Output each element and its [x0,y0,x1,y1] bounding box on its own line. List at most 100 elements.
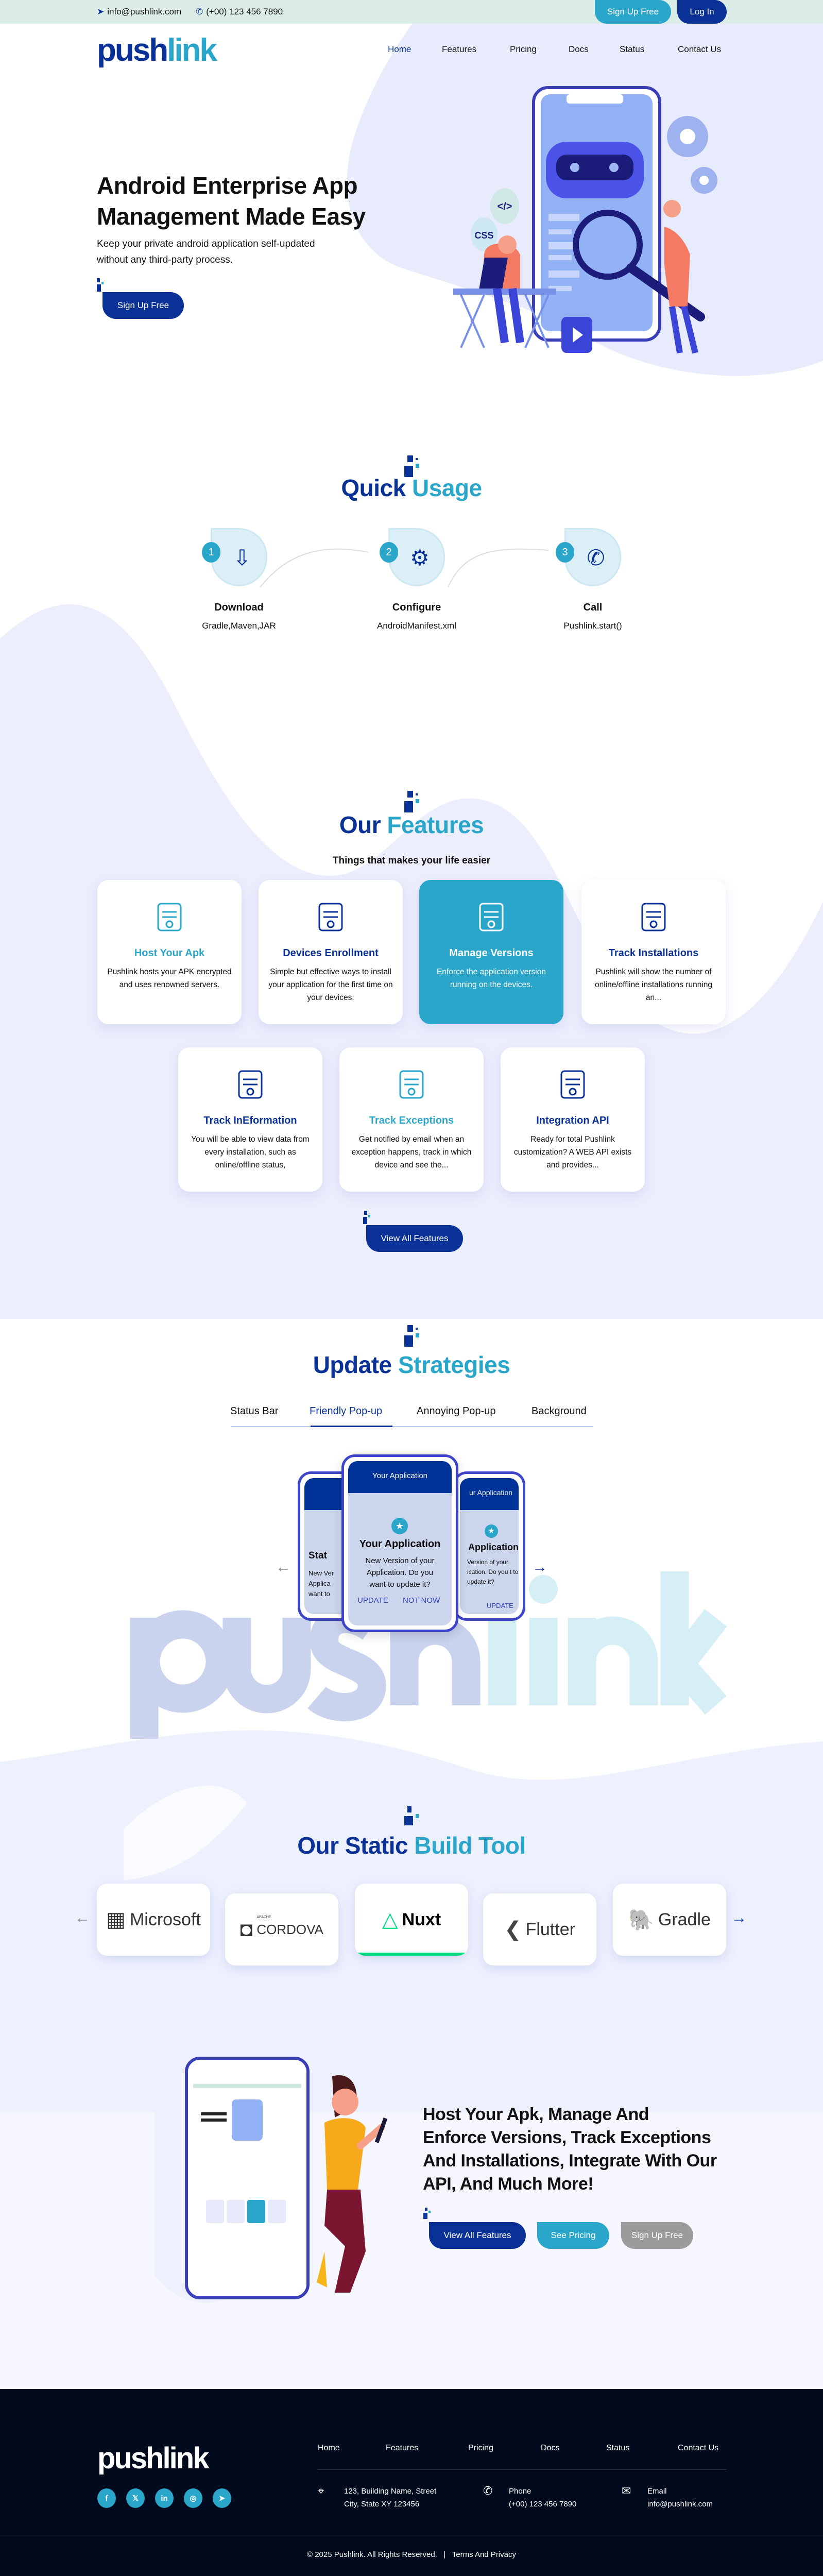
update-button[interactable]: UPDATE [357,1596,388,1605]
cta-heading: Host Your Apk, Manage And Enforce Versio… [423,2105,717,2194]
tab-status-bar[interactable]: Status Bar [230,1405,279,1417]
logo-part-link: link [167,32,217,68]
nav-status[interactable]: Status [620,44,645,54]
step-number: 3 [556,542,574,563]
step-label: Download [214,602,264,613]
footer-nav-docs[interactable]: Docs [541,2444,560,2452]
feature-title: Host Your Apk [134,947,205,959]
quick-usage-title: Quick Usage [341,474,482,501]
api-gear-icon [560,1070,585,1099]
topbar-email[interactable]: ➤info@pushlink.com [97,7,182,16]
not-now-button[interactable]: NOT NOW [403,1596,440,1605]
facebook-icon[interactable]: f [97,2488,116,2508]
cta-signup-button[interactable]: Sign Up Free [621,2222,693,2249]
tool-nuxt[interactable]: △Nuxt [355,1884,468,1956]
phone-header: Your Application [348,1461,452,1493]
phone-friendly-popup: Your Application ★ Your Application New … [341,1454,458,1632]
see-pricing-button[interactable]: See Pricing [537,2222,609,2249]
topbar-phone[interactable]: ✆(+00) 123 456 7890 [196,7,283,16]
tool-flutter[interactable]: ❮Flutter [483,1893,596,1965]
feature-title: Manage Versions [449,947,534,959]
footer-nav-status[interactable]: Status [606,2444,630,2452]
x-icon[interactable]: 𝕏 [126,2488,145,2508]
phone-call-icon: ✆ [587,546,605,570]
phone-icon: ✆ [483,2484,493,2497]
cta-illustration [155,2056,388,2303]
nav-home[interactable]: Home [388,44,412,54]
info-window-icon [238,1070,263,1099]
phone-body: Version of your ication. Do you t to upd… [467,1558,519,1585]
cta-view-all-features-button[interactable]: View All Features [429,2222,526,2249]
feature-title: Track InEformation [203,1115,297,1126]
tab-friendly-pop-up[interactable]: Friendly Pop-up [310,1405,383,1417]
footer-phone[interactable]: Phone(+00) 123 456 7890 [509,2487,577,2509]
nav-docs[interactable]: Docs [569,44,589,54]
nav-contact-us[interactable]: Contact Us [678,44,722,54]
nav-pricing[interactable]: Pricing [510,44,537,54]
topbar-signup-button[interactable]: Sign Up Free [595,0,671,24]
features-title: Our Features [339,811,484,838]
footer-nav-features[interactable]: Features [386,2444,419,2452]
footer-logo[interactable]: pushlink [97,2442,209,2475]
brand-squares-icon [97,278,110,298]
feature-title: Track Exceptions [369,1115,454,1126]
hero-signup-button[interactable]: Sign Up Free [102,292,184,319]
step-sub: Pushlink.start() [563,621,622,631]
footer-nav-contact-us[interactable]: Contact Us [678,2444,719,2452]
step-circle: 1⇩ [202,528,267,586]
popup-title: Your Application [359,1538,441,1550]
feature-title: Devices Enrollment [283,947,379,959]
tab-annoying-pop-up[interactable]: Annoying Pop-up [417,1405,496,1417]
strategies-title: Update Strategies [313,1351,510,1378]
logo[interactable]: pushlink [97,32,217,69]
build-tools-title: Our Static Build Tool [297,1832,526,1859]
phone-icon: ✆ [196,7,203,16]
enroll-icon [318,903,343,931]
footer-divider [318,2469,726,2470]
step-circle: 3✆ [556,528,621,586]
location-pin-icon: ⌖ [318,2484,324,2497]
feature-desc: Get notified by email when an exception … [351,1135,472,1170]
tool-gradle[interactable]: 🐘Gradle [613,1884,726,1956]
brand-squares-icon [404,791,419,812]
prev-arrow-icon[interactable]: ← [276,1558,291,1575]
telegram-icon[interactable]: ➤ [213,2488,231,2508]
tool-name: Microsoft [129,1909,201,1929]
next-arrow-icon[interactable]: → [532,1558,547,1575]
step-connectors [260,548,549,588]
nav-features[interactable]: Features [442,44,477,54]
feature-desc: Pushlink hosts your APK encrypted and us… [107,968,232,989]
instagram-icon[interactable]: ◎ [184,2488,202,2508]
next-arrow-icon[interactable]: → [731,1909,747,1926]
phone-title: Application [468,1542,519,1552]
tab-background[interactable]: Background [531,1405,587,1417]
update-link[interactable]: UPDATE [487,1602,513,1609]
star-icon: ★ [391,1518,408,1534]
footer-nav-pricing[interactable]: Pricing [468,2444,493,2452]
hero-subtitle: Keep your private android application se… [97,239,315,265]
version-chip-icon [479,903,504,931]
terms-link[interactable]: Terms And Privacy [452,2550,516,2559]
prev-arrow-icon[interactable]: ← [75,1909,90,1926]
step-number: 1 [202,542,220,563]
tool-microsoft[interactable]: ▦Microsoft [97,1884,210,1956]
view-all-features-button[interactable]: View All Features [366,1225,463,1252]
feature-desc: Enforce the application version running … [437,968,546,989]
login-button[interactable]: Log In [677,0,727,24]
microsoft-logo-icon: ▦ [106,1908,126,1931]
linkedin-icon[interactable]: in [155,2488,174,2508]
footer-nav-home[interactable]: Home [318,2444,340,2452]
